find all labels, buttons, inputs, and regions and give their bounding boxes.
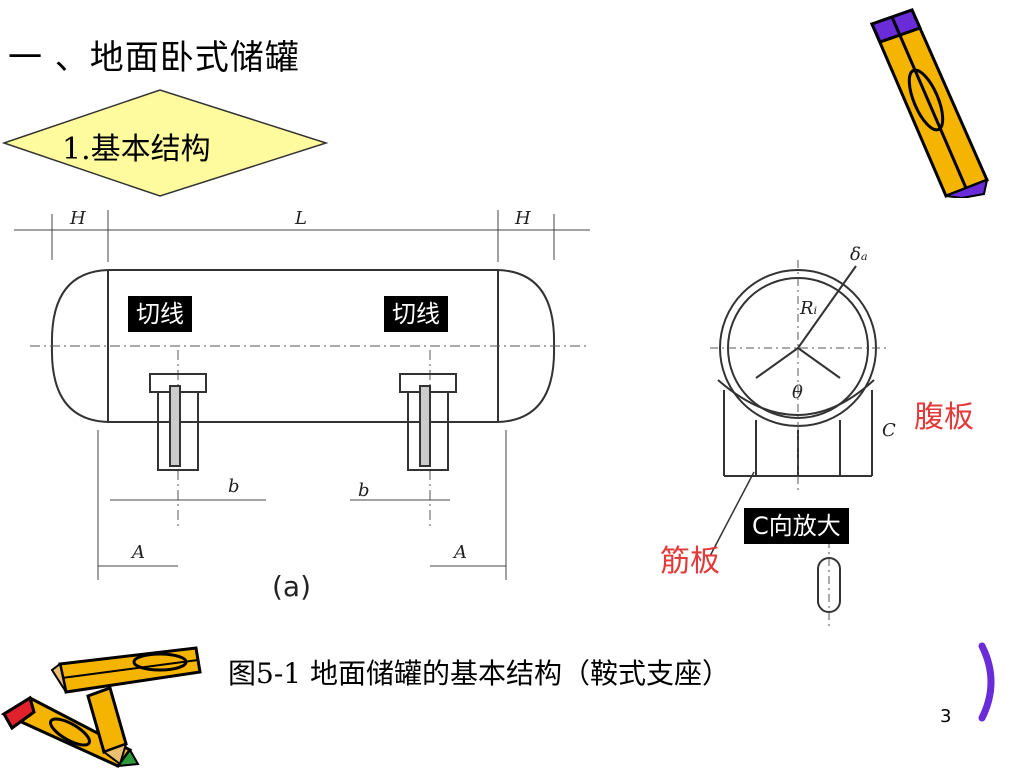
- callout-rib-plate: 筋板: [660, 544, 720, 579]
- dim-l: L: [294, 208, 307, 229]
- page-number: 3: [940, 706, 952, 727]
- callout-c-view: C向放大: [744, 508, 849, 544]
- dim-b-right: b: [358, 480, 370, 501]
- dim-c: C: [882, 420, 896, 441]
- dim-delta: δₐ: [850, 244, 868, 265]
- subtitle-diamond: [1, 89, 329, 197]
- figure-caption: 图5-1 地面储罐的基本结构（鞍式支座）: [228, 657, 730, 690]
- vessel-cross-section: δₐ Rᵢ θ C: [709, 244, 896, 630]
- callout-tangent-left: 切线: [128, 296, 192, 332]
- dim-h-right: H: [514, 208, 531, 229]
- vessel-side-view: H L H b b A A: [14, 208, 590, 580]
- pencil-icon-bottom-left: [0, 646, 202, 768]
- dim-theta: θ: [792, 382, 803, 403]
- dim-h-left: H: [69, 208, 86, 229]
- dim-radius: Rᵢ: [799, 298, 818, 319]
- bracket-icon: [978, 642, 995, 722]
- figure-label-a: (a): [272, 570, 312, 603]
- dim-a-right: A: [452, 542, 467, 563]
- subtitle-text: 1.基本结构: [62, 132, 211, 167]
- dim-a-left: A: [130, 542, 145, 563]
- dim-b-left: b: [228, 476, 240, 497]
- slide-title: 一 、地面卧式储罐: [8, 38, 300, 78]
- callout-tangent-right: 切线: [384, 296, 448, 332]
- callout-web-plate: 腹板: [914, 400, 974, 435]
- pencil-icon-top-right: [869, 8, 990, 198]
